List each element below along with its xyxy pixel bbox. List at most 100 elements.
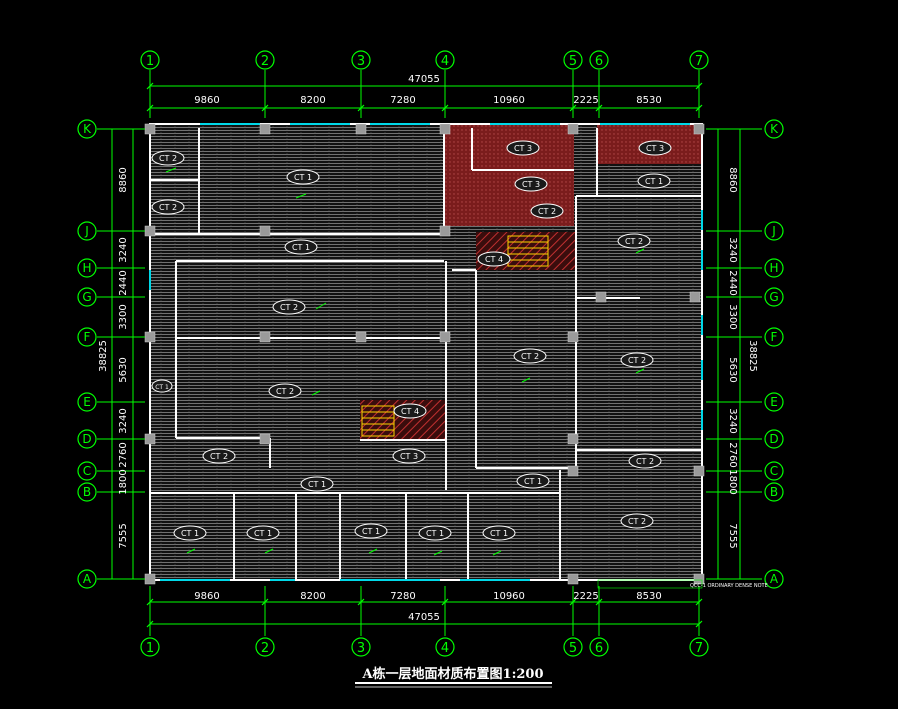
- svg-text:8860: 8860: [727, 167, 738, 192]
- axis-bubble-top-5: [563, 50, 583, 70]
- svg-text:8860: 8860: [118, 167, 129, 192]
- axis-label-bottom-3: 3: [357, 641, 365, 656]
- svg-text:2760: 2760: [118, 442, 129, 467]
- axis-label-bottom-5: 5: [569, 641, 577, 656]
- svg-text:1800: 1800: [118, 469, 129, 494]
- axis-label-left-G: G: [82, 290, 91, 304]
- svg-text:CT 1: CT 1: [308, 480, 326, 489]
- total-height-left: 38825: [98, 340, 109, 372]
- axis-label-left-A: A: [83, 572, 92, 586]
- svg-text:1800: 1800: [727, 469, 738, 494]
- total-width-bottom: 47055: [408, 612, 440, 623]
- svg-text:2440: 2440: [727, 270, 738, 295]
- svg-text:CT 1: CT 1: [292, 243, 310, 252]
- svg-text:CT 2: CT 2: [159, 154, 177, 163]
- dimension-lines: [97, 70, 762, 636]
- dimension-values: 47055 9860 8200 7280 10960 2225 8530 986…: [194, 74, 661, 623]
- svg-text:CT 1: CT 1: [490, 529, 508, 538]
- axis-label-right-G: G: [769, 290, 778, 304]
- axis-label-top-7: 7: [695, 54, 703, 69]
- windows: [149, 123, 703, 581]
- column-axis-labels: 1 2 3 4 5 6 7 1 2 3 4 5 6 7: [146, 54, 703, 656]
- svg-text:3300: 3300: [118, 304, 129, 329]
- axis-bubble-bottom-3: [351, 637, 371, 657]
- dim-top-1: 9860: [194, 95, 219, 106]
- axis-bubble-top-4: [435, 50, 455, 70]
- legend-note-box: [597, 579, 703, 589]
- axis-label-bottom-7: 7: [695, 641, 703, 656]
- dim-bottom-1: 9860: [194, 591, 219, 602]
- svg-text:CT 2: CT 2: [628, 517, 646, 526]
- structural-columns: [144, 123, 705, 585]
- column-axis-bubbles: [140, 50, 709, 657]
- svg-text:CT 2: CT 2: [521, 352, 539, 361]
- axis-label-bottom-2: 2: [261, 641, 269, 656]
- stair-lines: [361, 235, 549, 437]
- dim-bottom-2: 8200: [300, 591, 325, 602]
- dim-top-2: 8200: [300, 95, 325, 106]
- svg-text:CT 3: CT 3: [400, 452, 418, 461]
- svg-text:CT 1: CT 1: [181, 529, 199, 538]
- svg-text:CT 3: CT 3: [514, 144, 532, 153]
- axis-label-right-F: F: [771, 330, 778, 344]
- axis-label-left-F: F: [84, 330, 91, 344]
- axis-bubble-top-1: [140, 50, 160, 70]
- row-axis-labels: K J H G F E D C B A K J H G F E D C B A: [82, 122, 779, 586]
- axis-label-right-B: B: [770, 485, 778, 499]
- svg-text:CT 2: CT 2: [538, 207, 556, 216]
- axis-bubble-top-3: [351, 50, 371, 70]
- axis-bubble-bottom-7: [689, 637, 709, 657]
- dim-top-5: 2225: [573, 95, 598, 106]
- floor-area: [150, 124, 702, 580]
- axis-label-left-B: B: [83, 485, 91, 499]
- axis-label-left-J: J: [84, 224, 89, 238]
- svg-text:7555: 7555: [118, 523, 129, 548]
- axis-label-right-E: E: [770, 395, 778, 409]
- axis-bubble-bottom-2: [255, 637, 275, 657]
- axis-bubble-top-2: [255, 50, 275, 70]
- svg-text:CT 1: CT 1: [524, 477, 542, 486]
- axis-label-right-H: H: [769, 261, 778, 275]
- axis-label-right-A: A: [770, 572, 779, 586]
- svg-text:5630: 5630: [727, 357, 738, 382]
- axis-label-right-C: C: [770, 464, 778, 478]
- svg-text:CT 2: CT 2: [625, 237, 643, 246]
- axis-label-left-E: E: [83, 395, 91, 409]
- dim-bottom-4: 10960: [493, 591, 525, 602]
- axis-label-right-D: D: [769, 432, 778, 446]
- svg-text:CT 3: CT 3: [522, 180, 540, 189]
- svg-text:CT 2: CT 2: [636, 457, 654, 466]
- svg-text:CT 2: CT 2: [628, 356, 646, 365]
- axis-label-left-C: C: [83, 464, 91, 478]
- dim-top-4: 10960: [493, 95, 525, 106]
- axis-label-right-J: J: [771, 224, 776, 238]
- axis-bubble-bottom-6: [589, 637, 609, 657]
- axis-bubble-bottom-4: [435, 637, 455, 657]
- dim-bottom-6: 8530: [636, 591, 661, 602]
- dim-bottom-3: 7280: [390, 591, 415, 602]
- axis-bubble-bottom-5: [563, 637, 583, 657]
- dimension-ticks: [146, 82, 703, 628]
- axis-label-bottom-4: 4: [441, 641, 449, 656]
- material-tags: [151, 140, 672, 541]
- svg-text:CT 2: CT 2: [276, 387, 294, 396]
- leader-marks: [165, 167, 645, 556]
- total-height-right: 38825: [747, 340, 758, 372]
- svg-text:3240: 3240: [727, 237, 738, 262]
- svg-text:CT 1: CT 1: [645, 177, 663, 186]
- svg-text:2760: 2760: [727, 442, 738, 467]
- axis-bubble-bottom-1: [140, 637, 160, 657]
- axis-label-bottom-1: 1: [146, 641, 154, 656]
- svg-text:CT 1: CT 1: [254, 529, 272, 538]
- svg-text:3240: 3240: [118, 237, 129, 262]
- axis-label-left-H: H: [82, 261, 91, 275]
- legend-note: QCC-1 ORDINARY DENSE NOTE: [690, 583, 768, 589]
- drawing-title: A栋一层地面材质布置图1:200: [361, 666, 543, 682]
- dim-bottom-5: 2225: [573, 591, 598, 602]
- axis-bubble-top-7: [689, 50, 709, 70]
- svg-text:CT 1: CT 1: [155, 384, 169, 391]
- svg-text:3240: 3240: [118, 408, 129, 433]
- axis-label-top-4: 4: [441, 54, 449, 69]
- axis-label-top-3: 3: [357, 54, 365, 69]
